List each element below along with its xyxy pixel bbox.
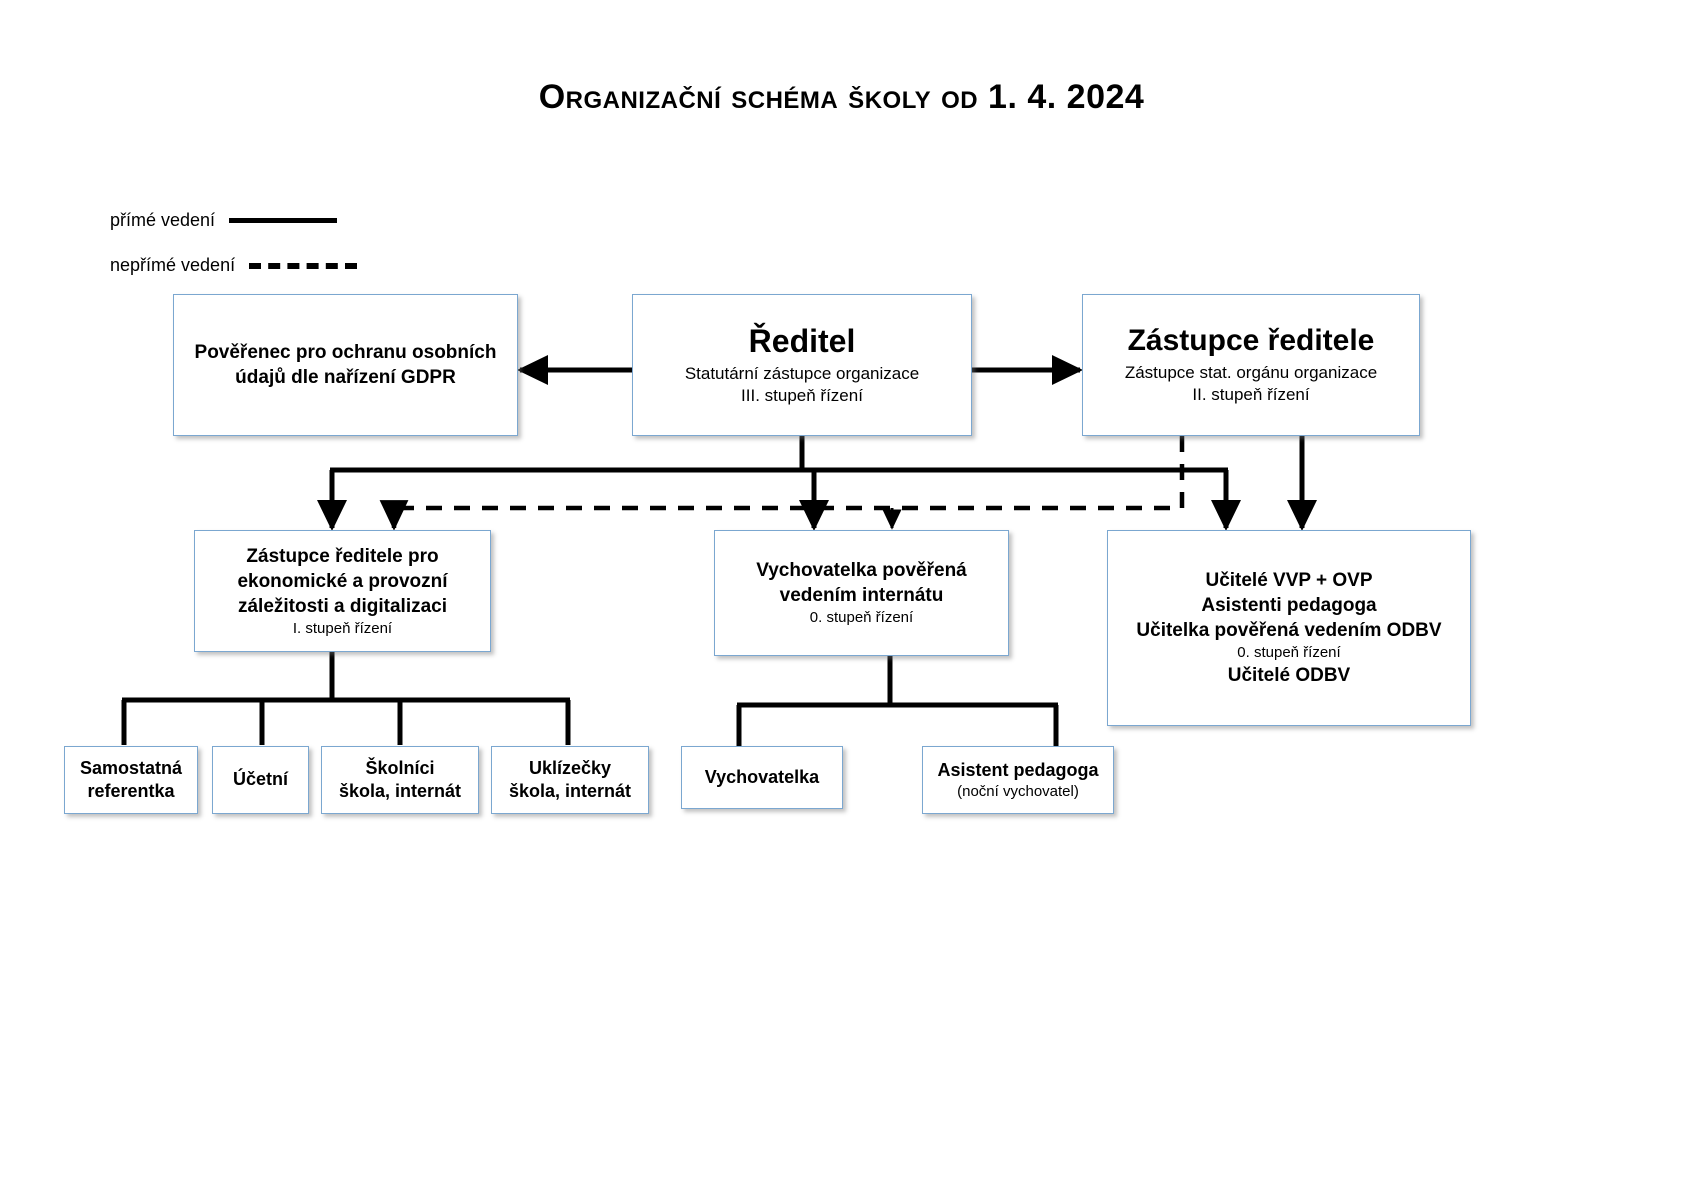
node-vychovatelka-line1: Vychovatelka [704,766,820,787]
node-zastupce-ekonom[interactable]: Zástupce ředitele pro ekonomické a provo… [194,530,491,652]
node-ucetni-line1: Účetní [232,769,288,790]
node-skolnici-line2: škola, internát [338,781,462,801]
node-zastupce-reditele[interactable]: Zástupce ředitele Zástupce stat. orgánu … [1082,294,1420,436]
node-zastupce-reditele-title: Zástupce ředitele [1127,323,1375,357]
node-ucitele-line1: Učitelé VVP + OVP [1205,570,1373,592]
node-zastupce-ekonom-sub: I. stupeň řízení [292,619,393,637]
node-zastupce-ekonom-line2: ekonomické a provozní [237,570,448,592]
node-zastupce-ekonom-line1: Zástupce ředitele pro [246,545,439,567]
node-ucitele[interactable]: Učitelé VVP + OVP Asistenti pedagoga Uči… [1107,530,1471,726]
node-vychovatelka-poverena-line1: Vychovatelka pověřená [756,560,967,582]
solid-line-icon [229,218,338,223]
node-asistent-pedagoga-sub: (noční vychovatel) [957,782,1079,800]
page-title: Organizační schéma školy od 1. 4. 2024 [538,78,1145,116]
node-gdpr-line1: Pověřenec pro ochranu osobních [194,341,497,363]
node-zastupce-ekonom-line3: záležitosti a digitalizaci [237,595,448,617]
node-samostatna-referentka-line2: referentka [87,781,175,801]
node-samostatna-referentka-line1: Samostatná [79,757,183,778]
node-reditel-sub2: III. stupeň řízení [741,386,863,406]
node-skolnici-line1: Školníci [365,757,435,778]
node-asistent-pedagoga[interactable]: Asistent pedagoga (noční vychovatel) [922,746,1114,814]
dashed-line-icon [249,262,358,269]
node-uklizecky-line2: škola, internát [508,781,632,801]
legend-label-direct: přímé vedení [110,210,216,230]
node-gdpr-line2: údajů dle nařízení GDPR [235,367,456,388]
node-zastupce-reditele-sub1: Zástupce stat. orgánu organizace [1124,363,1378,383]
node-ucetni[interactable]: Účetní [212,746,309,814]
node-vychovatelka-poverena[interactable]: Vychovatelka pověřená vedením internátu … [714,530,1009,656]
legend-item-indirect: nepřímé vedení [110,255,358,276]
node-reditel-title: Ředitel [748,322,856,359]
node-ucitele-line3: Učitelka pověřená vedením ODBV [1136,620,1442,642]
node-ucitele-line2: Asistenti pedagoga [1201,595,1377,617]
node-ucitele-sub: 0. stupeň řízení [1237,644,1341,662]
legend-label-indirect: nepřímé vedení [110,255,236,275]
node-asistent-pedagoga-line1: Asistent pedagoga [937,759,1099,780]
node-samostatna-referentka[interactable]: Samostatná referentka [64,746,198,814]
node-uklizecky[interactable]: Uklízečky škola, internát [491,746,649,814]
node-vychovatelka[interactable]: Vychovatelka [681,746,843,809]
node-gdpr[interactable]: Pověřenec pro ochranu osobních údajů dle… [173,294,518,436]
node-uklizecky-line1: Uklízečky [528,757,612,778]
connector-indirect-to-zastupce-ekonom [379,436,1185,531]
node-reditel[interactable]: Ředitel Statutární zástupce organizace I… [632,294,972,436]
node-ucitele-line4: Učitelé ODBV [1227,664,1351,686]
node-vychovatelka-poverena-sub: 0. stupeň řízení [809,609,914,627]
node-vychovatelka-poverena-line2: vedením internátu [779,585,944,607]
node-reditel-sub1: Statutární zástupce organizace [684,364,920,384]
node-zastupce-reditele-sub2: II. stupeň řízení [1192,385,1310,405]
node-skolnici[interactable]: Školníci škola, internát [321,746,479,814]
legend-item-direct: přímé vedení [110,210,338,231]
